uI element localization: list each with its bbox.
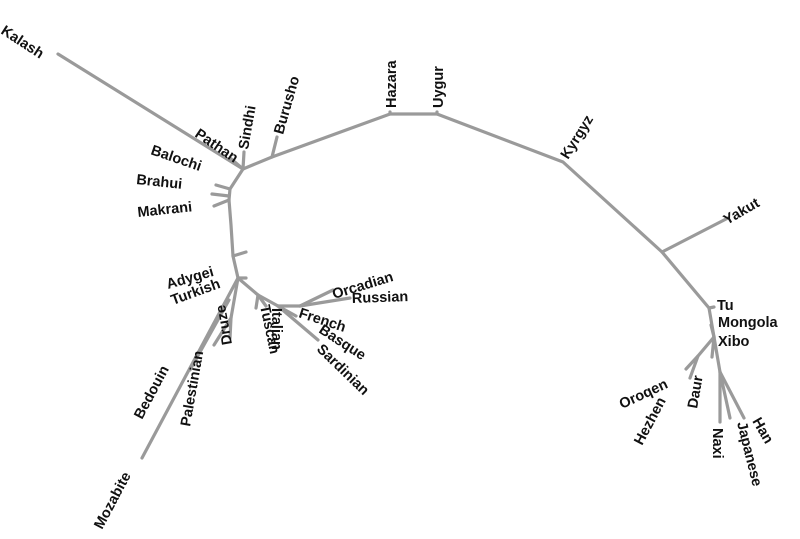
palestinian-branch — [212, 316, 233, 347]
tu-branch — [707, 305, 716, 310]
sardinian-branch — [276, 304, 320, 342]
label-naxi: Naxi — [709, 428, 725, 459]
mozabite-branch — [140, 276, 240, 460]
label-brahui: Brahui — [136, 172, 183, 193]
population-labels: Kalash Pathan Sindhi Burusho Balochi Bra… — [0, 23, 779, 532]
label-uygur: Uygur — [431, 66, 447, 108]
label-mozabite: Mozabite — [91, 470, 134, 532]
adygei-branch — [231, 250, 248, 258]
orcadian-branch — [298, 288, 335, 308]
yakut-branch — [660, 216, 730, 254]
tree-branches — [56, 52, 746, 460]
pathan-branch — [228, 156, 245, 171]
balochi-branch — [214, 183, 232, 191]
mongola-xibo-branch — [709, 323, 716, 339]
label-hazara: Hazara — [384, 60, 400, 108]
label-xibo: Xibo — [718, 334, 750, 350]
label-italian: Italian — [268, 308, 284, 350]
han-branch — [718, 370, 746, 420]
label-druze: Druze — [213, 304, 236, 346]
label-burusho: Burusho — [271, 74, 303, 136]
burusho-branch — [270, 135, 279, 159]
oroqen-branch — [684, 335, 716, 371]
label-sindhi: Sindhi — [236, 104, 259, 150]
hezhen-branch — [688, 354, 700, 380]
russian-branch — [298, 296, 352, 308]
makrani-branch — [212, 198, 231, 208]
kalash-branch — [56, 52, 245, 171]
label-kyrgyz: Kyrgyz — [558, 113, 597, 162]
japanese-branch — [718, 370, 732, 420]
label-makrani: Makrani — [137, 199, 193, 221]
label-mongola: Mongola — [718, 315, 779, 331]
brahui-branch — [210, 192, 231, 198]
label-palestinian: Palestinian — [178, 350, 207, 428]
label-tu: Tu — [717, 298, 734, 314]
label-russian: Russian — [352, 289, 409, 307]
label-kalash: Kalash — [0, 23, 46, 62]
sindhi-branch — [241, 150, 246, 171]
italian-branch — [256, 293, 268, 308]
label-yakut: Yakut — [721, 195, 763, 228]
label-balochi: Balochi — [149, 143, 204, 175]
basque-branch — [276, 304, 298, 318]
label-daur: Daur — [685, 374, 707, 410]
han-subtree-branch — [712, 335, 722, 374]
